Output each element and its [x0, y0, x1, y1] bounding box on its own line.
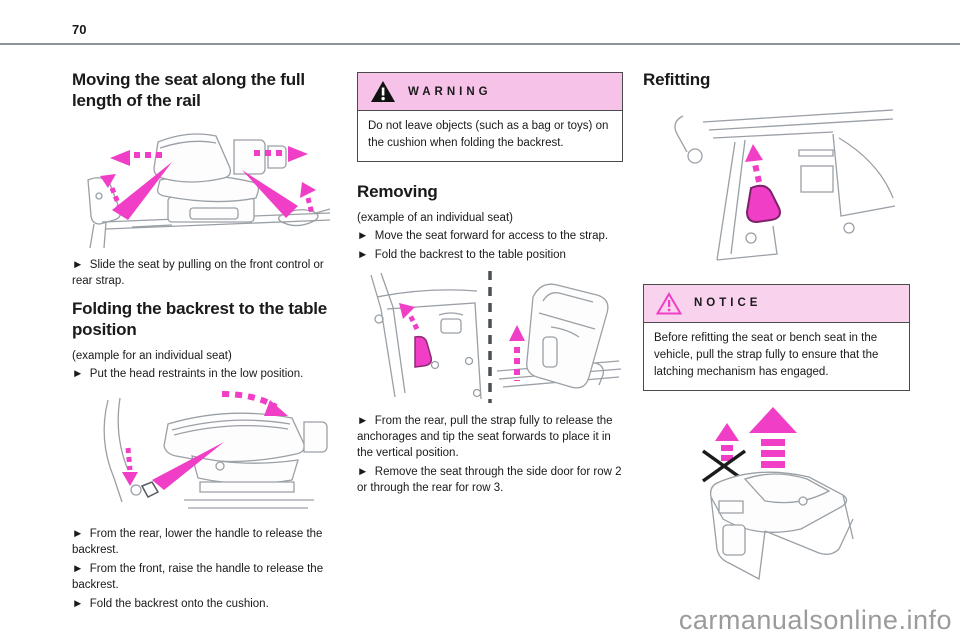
- refit-seat-vertical-illustration: [701, 406, 854, 580]
- heading-folding-backrest: Folding the backrest to the table positi…: [72, 299, 328, 340]
- notice-title: NOTICE: [694, 297, 762, 310]
- example-note-removing: (example of an individual seat): [357, 211, 513, 224]
- notice-triangle-icon: [656, 291, 682, 315]
- notice-body: Before refitting the seat or bench seat …: [654, 331, 879, 378]
- column-right: Refitting: [643, 70, 910, 617]
- warning-box: WARNING Do not leave objects (such as a …: [357, 72, 623, 162]
- example-note-individual-seat: (example for an individual seat): [72, 349, 232, 362]
- backrest-folded-illustration: [103, 390, 328, 509]
- watermark: carmanualsonline.info: [678, 605, 952, 635]
- heading-removing: Removing: [357, 182, 438, 201]
- removing-seat-illustration: [370, 270, 622, 403]
- warning-header: WARNING: [358, 73, 622, 111]
- instruction-fold-to-table: ► Fold the backrest to the table positio…: [357, 248, 566, 261]
- column-left: Moving the seat along the full length of…: [72, 70, 340, 615]
- warning-body: Do not leave objects (such as a bag or t…: [368, 120, 609, 149]
- refitting-strap-illustration: [674, 109, 896, 261]
- notice-box: NOTICE Before refitting the seat or benc…: [643, 283, 910, 391]
- warning-triangle-icon: [371, 81, 395, 102]
- notice-header: NOTICE: [644, 284, 909, 323]
- instruction-slide-seat: ► Slide the seat by pulling on the front…: [72, 259, 327, 288]
- heading-moving-seat: Moving the seat along the full length of…: [72, 70, 305, 110]
- seat-on-rail-illustration: [87, 133, 331, 249]
- header-rule: [0, 43, 960, 45]
- instruction-move-seat-forward: ► Move the seat forward for access to th…: [357, 229, 609, 242]
- instruction-head-restraints: ► Put the head restraints in the low pos…: [72, 367, 304, 380]
- page-number: 70: [72, 22, 87, 37]
- instruction-remove-seat: ► Remove the seat through the side door …: [357, 465, 625, 494]
- instruction-pull-strap: ► From the rear, pull the strap fully to…: [357, 414, 616, 459]
- column-middle: WARNING Do not leave objects (such as a …: [357, 70, 623, 499]
- instruction-fold-backrest: ► Fold the backrest onto the cushion.: [72, 597, 269, 610]
- warning-title: WARNING: [408, 85, 492, 98]
- instruction-rear-lower-handle: ► From the rear, lower the handle to rel…: [72, 527, 326, 556]
- instruction-front-raise-handle: ► From the front, raise the handle to re…: [72, 562, 327, 591]
- heading-refitting: Refitting: [643, 70, 711, 89]
